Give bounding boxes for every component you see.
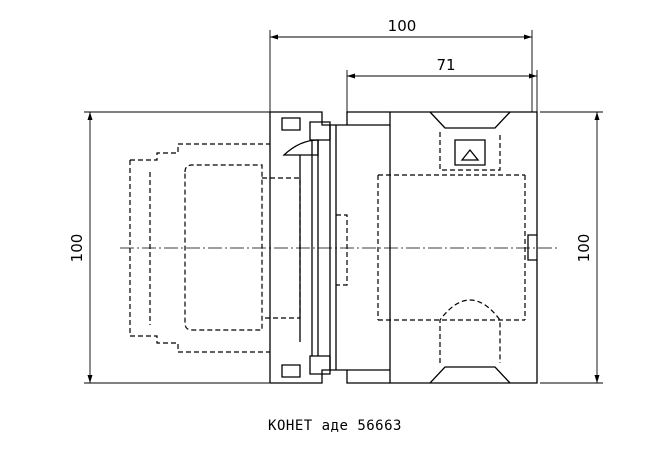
shank-length-label: 71: [436, 56, 455, 74]
overall-length-label: 100: [388, 17, 417, 35]
caption: КОНЕТ аде 56663: [268, 418, 402, 434]
holder-body: [347, 111, 538, 384]
dimension-right-height: 100: [540, 111, 603, 384]
left-height-label: 100: [68, 234, 86, 263]
dimension-shank-length: 71: [346, 56, 538, 125]
taper-cone: [129, 111, 390, 384]
right-height-label: 100: [575, 234, 593, 263]
dimension-left-height: 100: [68, 111, 272, 384]
dimension-overall-length: 100: [269, 17, 533, 112]
